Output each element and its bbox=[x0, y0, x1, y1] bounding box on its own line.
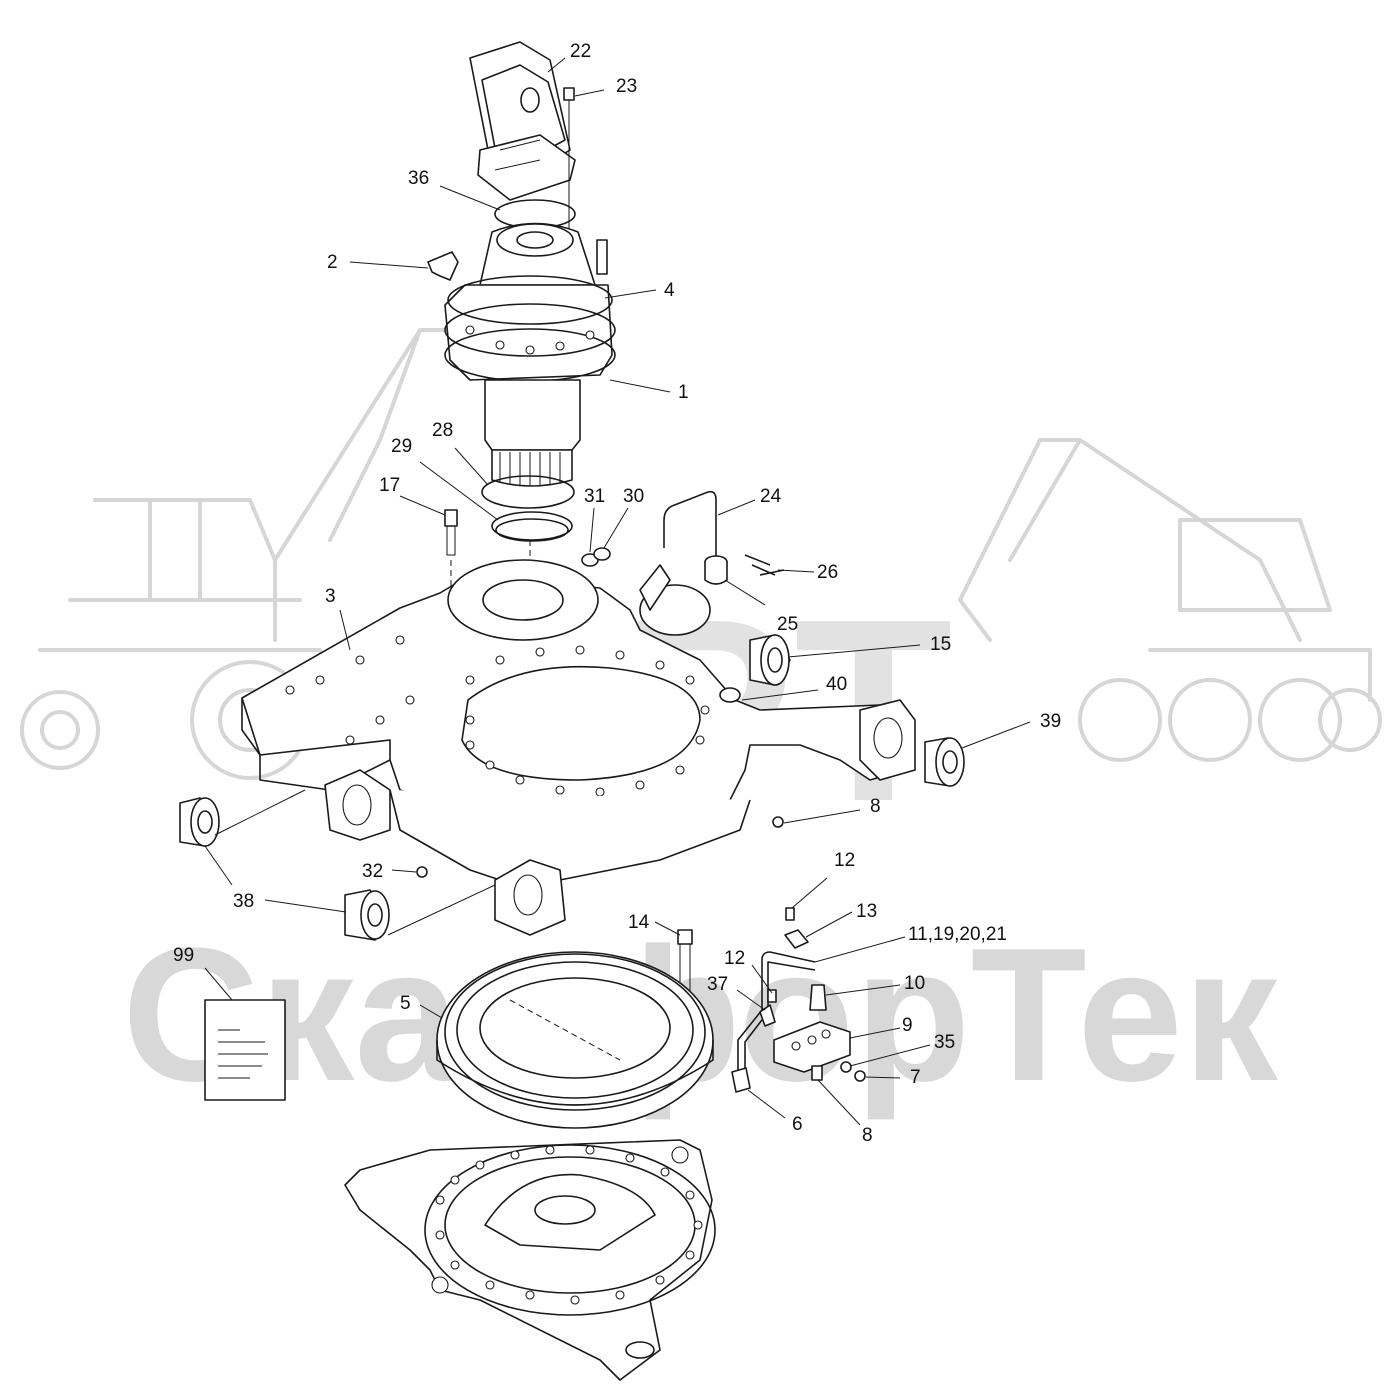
callout-25: 25 bbox=[777, 614, 798, 635]
part-12-bolt-lower bbox=[767, 989, 777, 1003]
part-38-bushing-upper bbox=[179, 797, 220, 847]
callout-36: 36 bbox=[408, 168, 429, 189]
part-38-bushing-lower bbox=[344, 889, 390, 941]
callout-10: 10 bbox=[904, 973, 925, 994]
callout-23: 23 bbox=[616, 76, 637, 97]
callout-32: 32 bbox=[362, 861, 383, 882]
callout-24: 24 bbox=[760, 486, 782, 507]
callout-8-upper: 8 bbox=[870, 796, 881, 817]
callout-39: 39 bbox=[1040, 711, 1061, 732]
callout-12-lower: 12 bbox=[724, 948, 745, 969]
part-15-bushing bbox=[749, 634, 791, 686]
part-7-bolt bbox=[854, 1070, 866, 1082]
part-8-fitting-upper bbox=[772, 816, 784, 828]
callout-99: 99 bbox=[173, 945, 194, 966]
part-25-cap bbox=[704, 555, 728, 585]
part-24-pipe bbox=[663, 490, 717, 560]
part-14-bolt bbox=[677, 929, 693, 1001]
part-5-slewing-ring bbox=[436, 951, 714, 1129]
callout-labels: 22 23 36 2 4 1 28 29 17 31 30 24 26 25 3… bbox=[173, 41, 1061, 1146]
callout-3: 3 bbox=[325, 586, 336, 607]
callout-31: 31 bbox=[584, 486, 605, 507]
callout-29: 29 bbox=[391, 436, 412, 457]
part-3-frame bbox=[241, 559, 911, 821]
callout-1: 1 bbox=[678, 382, 689, 403]
base-frame bbox=[344, 1139, 716, 1381]
part-26-clip bbox=[744, 554, 785, 576]
part-22-motor bbox=[469, 41, 576, 201]
callout-35: 35 bbox=[934, 1032, 955, 1053]
callout-8-lower: 8 bbox=[862, 1125, 873, 1146]
part-1-shaft bbox=[484, 379, 581, 487]
callout-9: 9 bbox=[902, 1015, 913, 1036]
part-37-clip bbox=[759, 1004, 776, 1027]
part-9-block bbox=[773, 1021, 851, 1073]
callout-30: 30 bbox=[623, 486, 644, 507]
part-29-oring bbox=[491, 511, 573, 541]
part-35-washer bbox=[840, 1061, 852, 1073]
callout-12-upper: 12 bbox=[834, 850, 855, 871]
part-13-clamp bbox=[784, 929, 809, 949]
callout-7: 7 bbox=[910, 1067, 921, 1088]
callout-5: 5 bbox=[400, 993, 411, 1014]
callout-38: 38 bbox=[233, 891, 254, 912]
part-3-frame-lower bbox=[324, 699, 916, 936]
part-12-bolt-upper bbox=[785, 907, 795, 921]
callout-11-19-20-21: 11,19,20,21 bbox=[908, 924, 1007, 945]
watermark-tractor-icon bbox=[20, 328, 542, 780]
part-6-fitting bbox=[731, 1067, 751, 1093]
part-drawings bbox=[179, 41, 965, 1381]
callout-17: 17 bbox=[379, 475, 400, 496]
part-8-fitting-lower bbox=[811, 1065, 823, 1081]
callout-28: 28 bbox=[432, 420, 453, 441]
part-10-fitting bbox=[809, 984, 827, 1011]
callout-22: 22 bbox=[570, 41, 591, 62]
part-32-fitting bbox=[416, 866, 428, 878]
callout-4: 4 bbox=[664, 280, 675, 301]
callout-2: 2 bbox=[327, 252, 338, 273]
part-99-manual-icon bbox=[204, 999, 286, 1101]
callout-26: 26 bbox=[817, 562, 838, 583]
callout-6: 6 bbox=[792, 1114, 803, 1135]
part-23-bolt bbox=[563, 87, 575, 230]
part-39-bushing bbox=[924, 737, 965, 787]
part-2-bracket bbox=[427, 251, 459, 281]
leader-lines bbox=[204, 57, 1031, 1126]
callout-40: 40 bbox=[826, 674, 847, 695]
part-30-washer bbox=[593, 547, 611, 561]
part-28-oring bbox=[481, 475, 575, 509]
callout-13: 13 bbox=[856, 901, 877, 922]
callout-37: 37 bbox=[707, 974, 728, 995]
part-4-gearbox bbox=[444, 222, 616, 382]
callout-14: 14 bbox=[628, 912, 650, 933]
callout-15: 15 bbox=[930, 634, 951, 655]
watermark-excavator-icon bbox=[958, 438, 1382, 762]
